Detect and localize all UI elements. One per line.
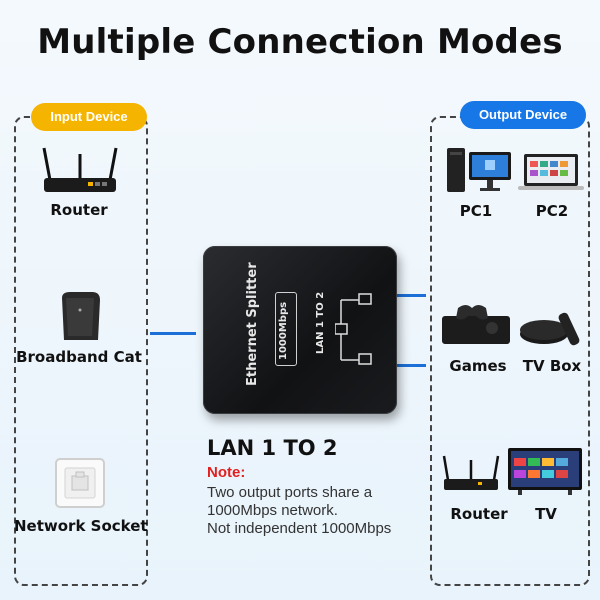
router-icon (442, 454, 500, 494)
router-icon (40, 146, 120, 196)
splitter-speed: 1000Mbps (278, 301, 289, 360)
device-label-router-input: Router (50, 201, 108, 219)
game-console-icon (442, 302, 512, 346)
tv-box-icon (518, 310, 584, 350)
output-device-badge: Output Device (460, 101, 586, 129)
port-diagram-icon (335, 293, 372, 365)
ethernet-splitter-device: Ethernet Splitter 1000Mbps LAN 1 TO 2 (203, 246, 397, 414)
mode-heading: LAN 1 TO 2 (207, 436, 338, 460)
note-label: Note: (207, 464, 246, 481)
input-connector-line (150, 332, 196, 335)
output-connector-line-1 (382, 294, 426, 297)
device-label-router-output: Router (450, 505, 508, 523)
device-label-pc1: PC1 (459, 202, 493, 220)
desktop-pc-icon (447, 148, 513, 194)
splitter-speed-box (275, 292, 297, 366)
input-device-badge: Input Device (31, 103, 147, 131)
network-socket-icon (55, 458, 105, 508)
page-title: Multiple Connection Modes (37, 22, 563, 62)
modem-icon (56, 290, 104, 342)
splitter-name: Ethernet Splitter (245, 262, 260, 386)
tv-icon (508, 448, 582, 496)
device-label-games: Games (449, 357, 507, 375)
device-label-network-socket: Network Socket (14, 517, 148, 535)
device-label-tv-box: TV Box (522, 357, 582, 375)
splitter-face (203, 246, 397, 414)
laptop-icon (518, 152, 584, 192)
device-label-broadband-cat: Broadband Cat (16, 348, 142, 366)
device-label-pc2: PC2 (535, 202, 569, 220)
output-connector-line-2 (382, 364, 426, 367)
note-line-3: Not independent 1000Mbps (207, 520, 392, 537)
device-label-tv: TV (535, 505, 557, 523)
note-line-2: 1000Mbps network. (207, 502, 338, 519)
note-line-1: Two output ports share a (207, 484, 373, 501)
splitter-mode: LAN 1 TO 2 (315, 291, 326, 354)
